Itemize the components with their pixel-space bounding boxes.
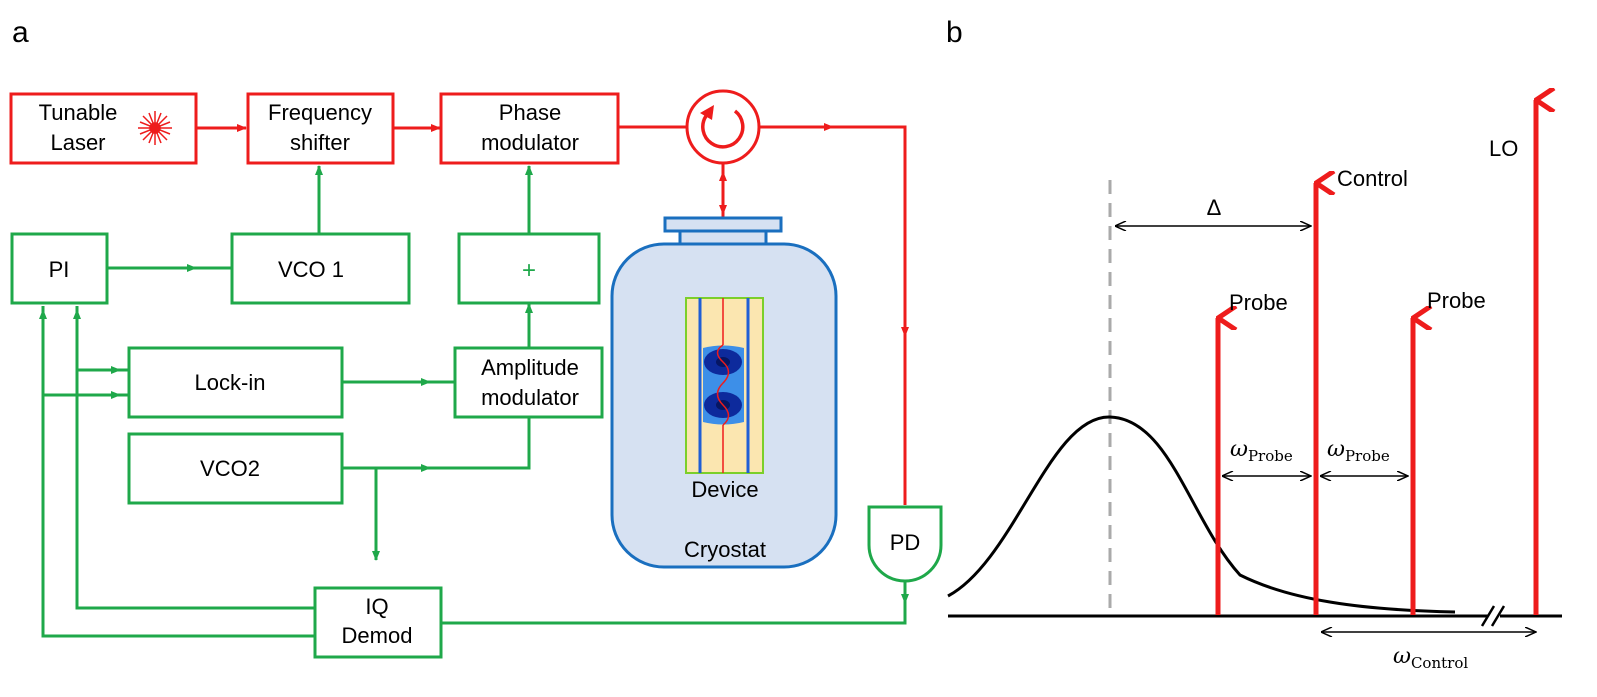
amplitude-modulator-box: Amplitude modulator xyxy=(453,346,604,419)
circulator-icon xyxy=(685,89,761,165)
panel-label-a: a xyxy=(12,16,29,49)
frequency-shifter-box: Frequency shifter xyxy=(246,92,395,165)
omega-probe-right-label: ωProbe xyxy=(1327,437,1390,465)
freq-label-1: Frequency xyxy=(268,100,372,125)
adder-label: + xyxy=(522,257,536,284)
spectrum-panel: Control LO Probe Probe Δ ωProbe ωProbe ω… xyxy=(947,100,1562,672)
cryostat-label: Cryostat xyxy=(684,537,766,562)
omega-control-label: ωControl xyxy=(1393,644,1468,672)
axis-break-icon xyxy=(1480,605,1506,627)
lo-label: LO xyxy=(1489,136,1518,161)
phase-label-2: modulator xyxy=(481,130,579,155)
pi-box: PI xyxy=(10,232,109,305)
laser-burst-icon xyxy=(138,111,172,145)
iq-label-2: Demod xyxy=(342,623,413,648)
laser-label-2: Laser xyxy=(50,130,105,155)
vco2-box: VCO2 xyxy=(127,432,344,505)
lockin-label: Lock-in xyxy=(195,370,266,395)
cavity-lineshape xyxy=(947,415,1456,614)
device-chip xyxy=(685,297,764,474)
amp-label-2: modulator xyxy=(481,385,579,410)
cryostat: Cryostat Device xyxy=(610,216,838,569)
vco2-label: VCO2 xyxy=(200,456,260,481)
probe-left-label: Probe xyxy=(1229,290,1288,315)
probe-right-label: Probe xyxy=(1427,288,1486,313)
pi-label: PI xyxy=(49,257,70,282)
vco1-box: VCO 1 xyxy=(230,232,411,305)
iq-demod-box: IQ Demod xyxy=(313,586,443,659)
pd-label: PD xyxy=(890,530,921,555)
panel-label-b: b xyxy=(946,16,963,49)
adder-box: + xyxy=(457,232,601,305)
iq-label-1: IQ xyxy=(365,594,388,619)
lockin-box: Lock-in xyxy=(127,346,344,419)
laser-label-1: Tunable xyxy=(39,100,118,125)
freq-label-2: shifter xyxy=(290,130,350,155)
omega-probe-left-label: ωProbe xyxy=(1230,437,1293,465)
phase-label-1: Phase xyxy=(499,100,561,125)
control-label: Control xyxy=(1337,166,1408,191)
electrical-wires xyxy=(39,165,909,638)
device-label: Device xyxy=(691,477,758,502)
amp-label-1: Amplitude xyxy=(481,355,579,380)
photodetector: PD xyxy=(867,505,943,583)
vco1-label: VCO 1 xyxy=(278,257,344,282)
phase-modulator-box: Phase modulator xyxy=(439,92,620,165)
tunable-laser-box: Tunable Laser xyxy=(9,92,198,165)
delta-label: Δ xyxy=(1207,195,1222,220)
